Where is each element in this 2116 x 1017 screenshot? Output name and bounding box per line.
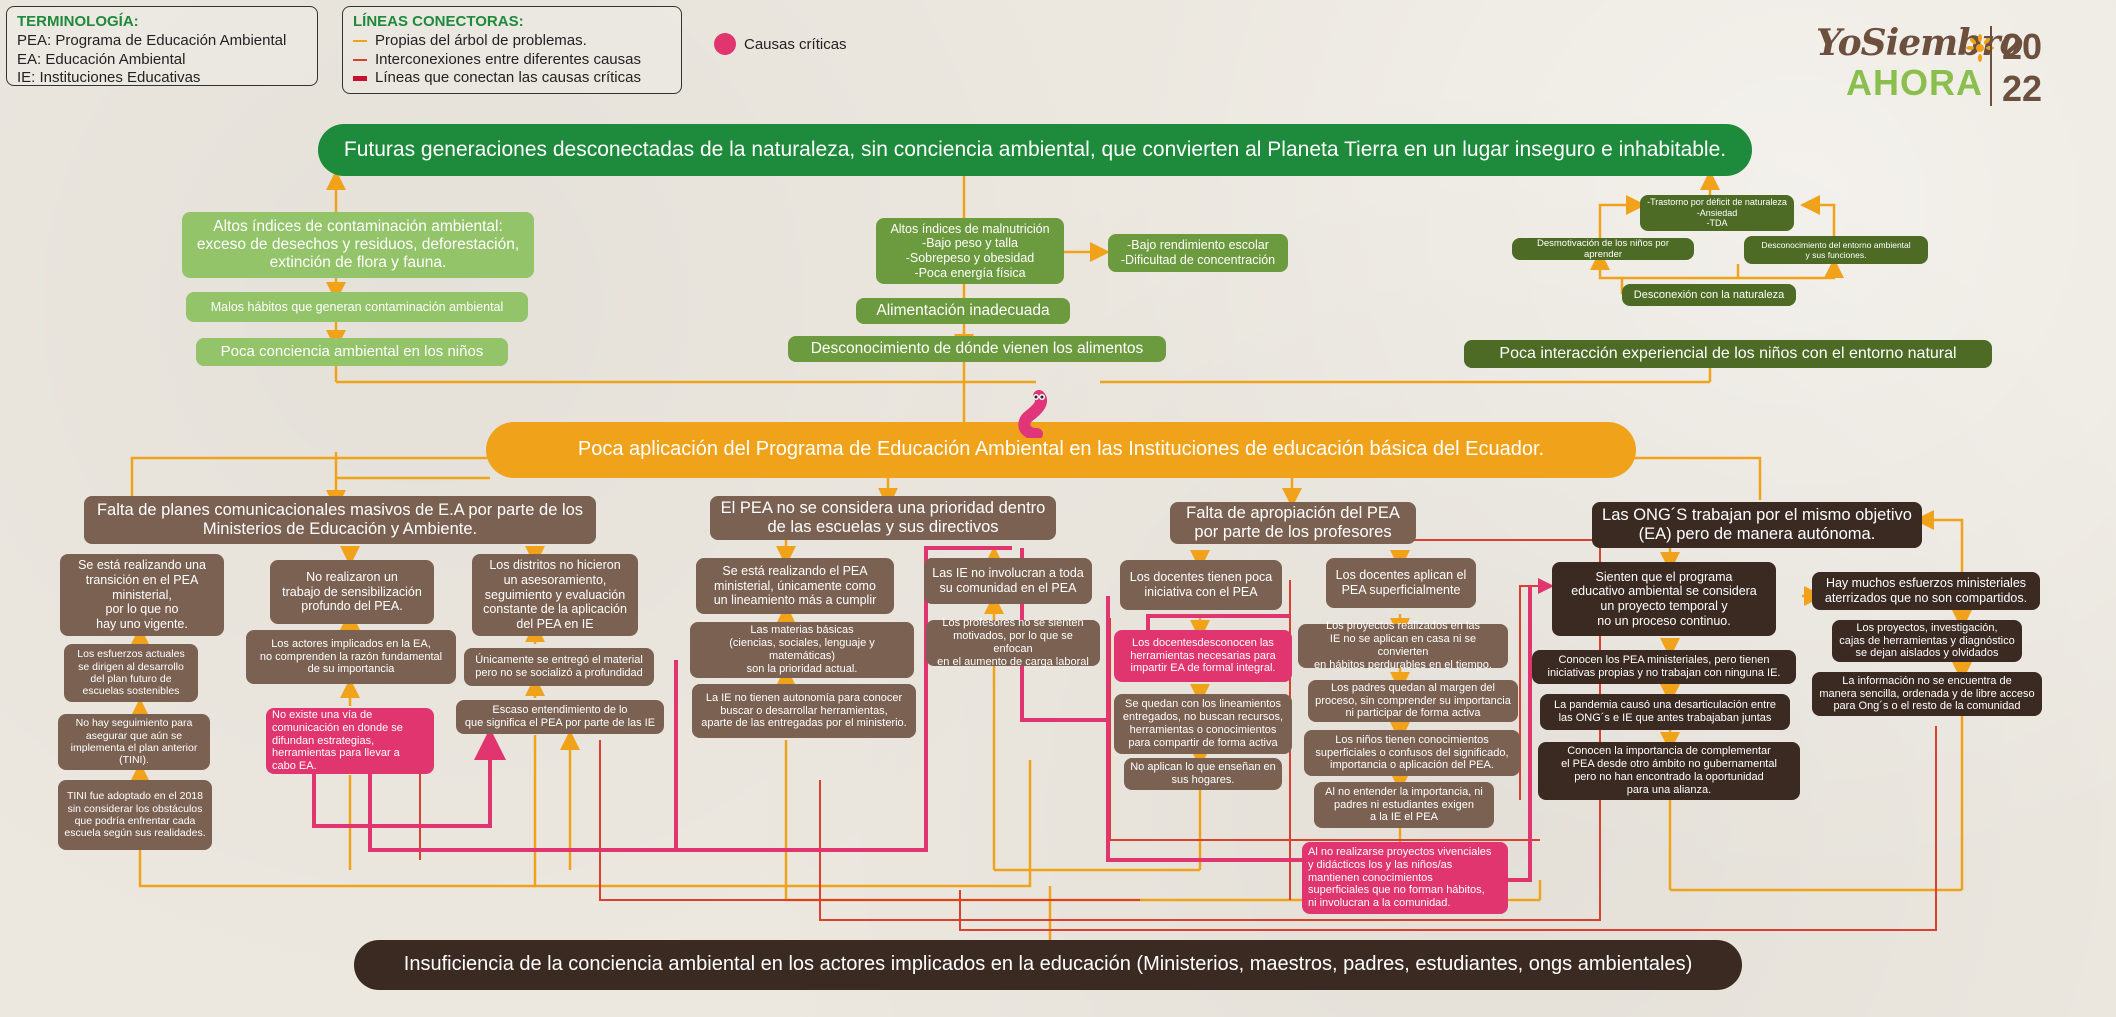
connector-legend-item: Propias del árbol de problemas.: [353, 32, 671, 51]
logo-line1: YoSiembro: [1816, 22, 2023, 64]
cause3-col1-critical: Los docentesdesconocen las herramientas …: [1114, 630, 1292, 682]
cause1-col3-item: Los distritos no hicieron un asesoramien…: [472, 554, 638, 636]
effect-left-mid: Malos hábitos que generan contaminación …: [186, 292, 528, 322]
cause3-title: Falta de apropiación del PEA por parte d…: [1170, 502, 1416, 544]
critical-dot-icon: [714, 33, 736, 55]
critical-line-swatch: [353, 76, 367, 82]
worm-mascot-icon: [1018, 390, 1047, 438]
cause1-col2-critical: No existe una vía de comunicación en don…: [266, 708, 434, 774]
effect-left-top: Altos índices de contaminación ambiental…: [182, 212, 534, 278]
cause4-col1-item: Conocen los PEA ministeriales, pero tien…: [1532, 650, 1796, 684]
cause3-col2-item: Los padres quedan al margen del proceso,…: [1308, 680, 1518, 722]
top-effect: Futuras generaciones desconectadas de la…: [318, 124, 1752, 176]
root-cause: Insuficiencia de la conciencia ambiental…: [354, 940, 1742, 990]
cause3-col2-item: Los docentes aplican el PEA superficialm…: [1326, 558, 1476, 608]
cause4-col1-item: La pandemia causó una desarticulación en…: [1540, 694, 1790, 730]
logo-divider: [1990, 26, 1992, 106]
cause2-col1-item: Se está realizando el PEA ministerial, ú…: [696, 558, 894, 614]
cause4-col1-item: Conocen la importancia de complementar e…: [1538, 742, 1800, 800]
connector-legend: LÍNEAS CONECTORAS: Propias del árbol de …: [342, 6, 682, 94]
cause3-col2-item: Los niños tienen conocimientos superfici…: [1304, 730, 1520, 776]
cause1-col3-item: Escaso entendimiento de lo que significa…: [456, 700, 664, 734]
connector-legend-label: Propias del árbol de problemas.: [375, 31, 587, 49]
effect-right-top: -Trastorno por déficit de naturaleza -An…: [1640, 195, 1794, 231]
cause1-col1-item: No hay seguimiento para asegurar que aún…: [58, 714, 210, 770]
orange-line-swatch: [353, 40, 367, 43]
cause2-col1-item: Las materias básicas (ciencias, sociales…: [690, 622, 914, 678]
cause3-col2-item: Al no entender la importancia, ni padres…: [1314, 782, 1494, 828]
connector-legend-label: Interconexiones entre diferentes causas: [375, 50, 641, 68]
effect-right-bottom: Poca interacción experiencial de los niñ…: [1464, 340, 1992, 368]
cause3-col2-critical: Al no realizarse proyectos vivenciales y…: [1302, 842, 1508, 914]
cause2-title: El PEA no se considera una prioridad den…: [710, 496, 1056, 540]
effect-right-right: Desconocimiento del entorno ambiental y …: [1744, 236, 1928, 264]
connector-legend-label: Líneas que conectan las causas críticas: [375, 69, 641, 87]
cause1-col1-item: TINI fue adoptado en el 2018 sin conside…: [58, 780, 212, 850]
terminology-legend: TERMINOLOGÍA: PEA: Programa de Educación…: [6, 6, 318, 86]
logo-year-top: 20: [2002, 26, 2043, 67]
effect-right-left: Desmotivación de los niños por aprender: [1512, 238, 1694, 260]
effect-center-top: Altos índices de malnutrición -Bajo peso…: [876, 218, 1064, 284]
cause4-col2-item: Los proyectos, investigación, cajas de h…: [1832, 620, 2022, 662]
effect-center-bottom: Desconocimiento de dónde vienen los alim…: [788, 336, 1166, 362]
connector-legend-item: Interconexiones entre diferentes causas: [353, 51, 671, 70]
cause4-col2-item: Hay muchos esfuerzos ministeriales aterr…: [1812, 572, 2040, 610]
central-problem: Poca aplicación del Programa de Educació…: [486, 422, 1636, 478]
cause3-col2-item: Los proyectos realizados en las IE no se…: [1298, 620, 1508, 671]
cause4-col2-item: La información no se encuentra de manera…: [1812, 672, 2042, 716]
cause1-col1-item: Se está realizando una transición en el …: [60, 554, 224, 636]
terminology-title: TERMINOLOGÍA:: [17, 13, 139, 30]
connector-legend-item: Líneas que conectan las causas críticas: [353, 69, 671, 88]
logo-year-bottom: 22: [2002, 68, 2043, 109]
cause3-col1-item: Se quedan con los lineamientos entregado…: [1114, 694, 1292, 754]
critical-causes-label: Causas críticas: [744, 35, 847, 53]
effect-center-side: -Bajo rendimiento escolar -Dificultad de…: [1108, 234, 1288, 272]
effect-right-mid: Desconexión con la naturaleza: [1622, 284, 1796, 306]
cause2-col2-item: Los profesores no se sienten motivados, …: [926, 617, 1100, 668]
cause2-col1-item: La IE no tienen autonomía para conocer b…: [692, 684, 916, 738]
terminology-item: PEA: Programa de Educación Ambiental: [17, 31, 287, 49]
connector-legend-title: LÍNEAS CONECTORAS:: [353, 13, 524, 30]
cause1-title: Falta de planes comunicacionales masivos…: [84, 496, 596, 544]
terminology-item: IE: Instituciones Educativas: [17, 69, 201, 87]
cause1-col3-item: Únicamente se entregó el material pero n…: [464, 648, 654, 686]
effect-center-mid: Alimentación inadecuada: [856, 298, 1070, 324]
cause2-col2-item: Las IE no involucran a toda su comunidad…: [924, 558, 1092, 604]
effect-left-bottom: Poca conciencia ambiental en los niños: [196, 338, 508, 366]
cause4-col1-item: Sienten que el programa educativo ambien…: [1552, 562, 1776, 636]
cause1-col2-item: Los actores implicados en la EA, no comp…: [246, 630, 456, 684]
brand-logo: YoSiembro AHORA 20 22: [1810, 16, 2060, 109]
cause1-col2-item: No realizaron un trabajo de sensibilizac…: [270, 560, 434, 624]
terminology-item: EA: Educación Ambiental: [17, 50, 186, 68]
critical-causes-legend: Causas críticas: [714, 33, 847, 55]
cause3-col1-item: Los docentes tienen poca iniciativa con …: [1120, 560, 1282, 610]
cause1-col1-item: Los esfuerzos actuales se dirigen al des…: [64, 644, 198, 702]
red-line-swatch: [353, 58, 367, 61]
logo-line2: AHORA: [1846, 62, 1983, 103]
cause4-title: Las ONG´S trabajan por el mismo objetivo…: [1592, 502, 1922, 548]
cause3-col1-item: No aplican lo que enseñan en sus hogares…: [1124, 758, 1282, 790]
